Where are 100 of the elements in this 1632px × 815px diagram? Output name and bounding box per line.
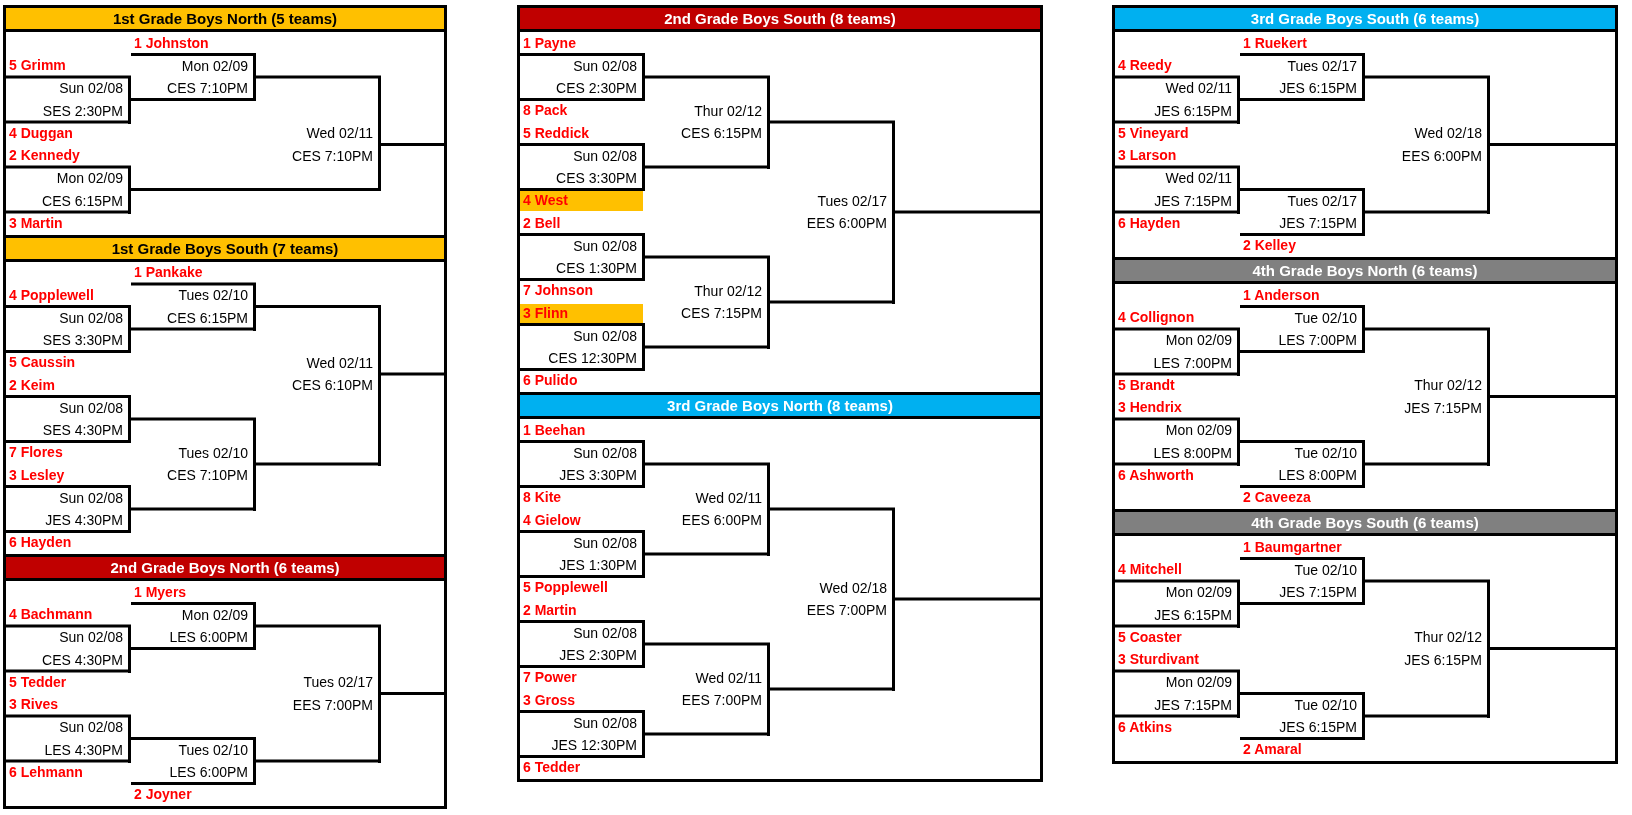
- match-time: EES 6:00PM: [806, 214, 887, 233]
- bracket-line: [520, 665, 645, 668]
- bracket-line: [131, 98, 256, 101]
- team-name: 3 Gross: [520, 690, 576, 710]
- team-name: 5 Tedder: [6, 672, 67, 692]
- team-name: 6 Hayden: [6, 533, 72, 553]
- match-date: Sun 02/08: [573, 533, 637, 553]
- bracket-line: [1365, 462, 1490, 466]
- bracket-line: [1240, 53, 1365, 56]
- bracket-line: [381, 143, 444, 146]
- team-name: 4 Reedy: [1115, 56, 1172, 76]
- bracket-panel: [517, 5, 1043, 395]
- bracket-line: [1240, 350, 1365, 353]
- match-time: JES 12:30PM: [551, 736, 637, 755]
- match-date: Sun 02/08: [59, 308, 123, 328]
- bracket-line: [1365, 210, 1490, 214]
- team-name: 4 Collignon: [1115, 308, 1195, 328]
- match-time: JES 7:15PM: [1404, 398, 1482, 418]
- match-date: Sun 02/08: [573, 623, 637, 643]
- match-date: Sun 02/08: [573, 146, 637, 166]
- bracket-line: [1115, 372, 1240, 376]
- bracket-line: [1115, 327, 1240, 331]
- bracket-line: [645, 642, 770, 646]
- team-name: 4 Duggan: [6, 123, 73, 143]
- bracket-line: [645, 462, 770, 466]
- match-date: Thur 02/12: [1414, 376, 1482, 395]
- bracket-line: [381, 372, 444, 376]
- team-name: 5 Grimm: [6, 56, 66, 76]
- team-name: 7 Power: [520, 668, 577, 688]
- match-date: Mon 02/09: [1165, 331, 1232, 350]
- bracket-line: [6, 210, 131, 214]
- match-time: LES 8:00PM: [1153, 443, 1232, 463]
- bracket-line: [1240, 485, 1365, 488]
- team-name: 5 Vineyard: [1115, 123, 1189, 143]
- bracket-line: [1365, 714, 1490, 718]
- team-name: 3 Sturdivant: [1115, 650, 1199, 670]
- bracket-line: [1115, 462, 1240, 466]
- match-date: Sun 02/08: [59, 628, 123, 647]
- bracket-line: [1240, 557, 1365, 560]
- match-time: JES 6:15PM: [1154, 605, 1232, 625]
- bracket-line: [1490, 647, 1615, 650]
- bracket-line: [520, 188, 645, 191]
- team-name: 1 Johnston: [131, 33, 209, 53]
- team-name: 2 Kelley: [1240, 236, 1296, 256]
- bracket-line: [520, 53, 645, 56]
- bracket-line: [1240, 233, 1365, 236]
- match-time: JES 2:30PM: [559, 646, 637, 665]
- match-date: Mon 02/09: [56, 169, 123, 188]
- match-time: JES 7:15PM: [1279, 583, 1357, 602]
- match-time: EES 7:00PM: [292, 695, 373, 715]
- match-time: CES 6:15PM: [681, 124, 762, 143]
- bracket-line: [1115, 624, 1240, 628]
- team-name: 2 Amaral: [1240, 740, 1302, 760]
- team-name: 3 Flinn: [520, 303, 643, 323]
- match-date: Tues 02/10: [178, 286, 248, 305]
- bracket-title: 3rd Grade Boys North (8 teams): [520, 395, 1040, 419]
- bracket-line: [1490, 395, 1615, 398]
- bracket-line: [131, 737, 256, 740]
- bracket-line: [6, 75, 131, 79]
- bracket-line: [6, 350, 131, 353]
- match-date: Tues 02/10: [178, 740, 248, 760]
- bracket-line: [645, 345, 770, 349]
- match-date: Thur 02/12: [1414, 628, 1482, 647]
- bracket-line: [520, 143, 645, 146]
- team-name: 3 Rives: [6, 695, 59, 715]
- bracket-line: [6, 165, 131, 169]
- bracket-title: 3rd Grade Boys South (6 teams): [1115, 8, 1615, 32]
- match-date: Sun 02/08: [59, 398, 123, 418]
- match-time: CES 1:30PM: [556, 259, 637, 278]
- team-name: 4 West: [520, 191, 643, 211]
- match-date: Thur 02/12: [694, 281, 762, 301]
- bracket-line: [6, 120, 131, 124]
- team-name: 5 Caussin: [6, 353, 76, 373]
- match-time: EES 7:00PM: [681, 691, 762, 710]
- team-name: 1 Pankake: [131, 263, 203, 283]
- bracket-line: [131, 647, 256, 650]
- match-time: EES 6:00PM: [1401, 146, 1482, 166]
- bracket-line: [770, 687, 895, 691]
- match-time: CES 7:10PM: [292, 146, 373, 166]
- bracket-line: [520, 368, 645, 371]
- match-time: EES 6:00PM: [681, 511, 762, 530]
- team-name: 6 Ashworth: [1115, 465, 1194, 485]
- match-time: JES 6:15PM: [1279, 718, 1357, 737]
- bracket-line: [770, 300, 895, 304]
- bracket-panel: [1112, 257, 1618, 512]
- bracket-line: [645, 255, 770, 259]
- bracket-line: [645, 165, 770, 169]
- bracket-panel: [517, 392, 1043, 782]
- bracket-line: [1115, 417, 1240, 421]
- bracket-line: [645, 732, 770, 736]
- team-name: 3 Hendrix: [1115, 398, 1182, 418]
- bracket-panel: [1112, 509, 1618, 764]
- team-name: 5 Brandt: [1115, 375, 1175, 395]
- match-date: Tues 02/17: [1287, 56, 1357, 76]
- bracket-line: [6, 669, 131, 673]
- match-date: Tues 02/17: [1287, 191, 1357, 211]
- team-name: 4 Mitchell: [1115, 560, 1182, 580]
- bracket-line: [6, 440, 131, 443]
- match-time: CES 2:30PM: [556, 79, 637, 98]
- match-date: Wed 02/18: [819, 578, 887, 598]
